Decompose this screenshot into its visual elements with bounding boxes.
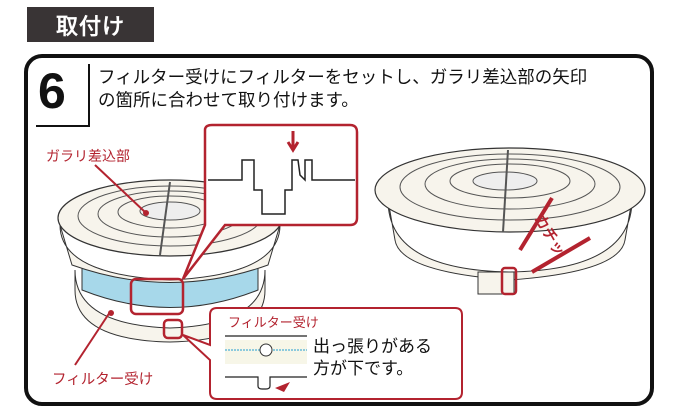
section-title: 取付け (27, 7, 154, 42)
callout-title: フィルター受け (228, 316, 319, 331)
detail-callout-bottom (182, 307, 463, 400)
filter-holder-label: フィルター受け (52, 372, 154, 388)
filter-band (81, 261, 259, 308)
pointer-icon (275, 382, 290, 392)
instruction-line-1: フィルター受けにフィルターをセットし、ガラリ差込部の矢印 (98, 68, 588, 88)
down-arrow-icon (286, 131, 300, 153)
detail-callout-top (181, 123, 359, 280)
louver-insert-label: ガラリ差込部 (46, 149, 130, 165)
right-unit-illustration (374, 147, 646, 296)
click-emphasis-icon (518, 196, 554, 252)
step-instruction: フィルター受けにフィルターをセットし、ガラリ差込部の矢印 の箇所に合わせて取り付… (98, 67, 587, 113)
step-number: 6 (38, 63, 66, 119)
step-number-frame (36, 64, 90, 127)
leader-filter-holder (74, 311, 111, 366)
leader-louver (94, 164, 146, 213)
callout-note-line-1: 出っ張りがある (313, 337, 432, 357)
step-panel (24, 54, 654, 406)
instruction-line-2: の箇所に合わせて取り付けます。 (98, 91, 359, 111)
callout-note-line-2: 方が下です。 (313, 359, 414, 379)
callout-note: 出っ張りがある 方が下です。 (313, 336, 432, 380)
